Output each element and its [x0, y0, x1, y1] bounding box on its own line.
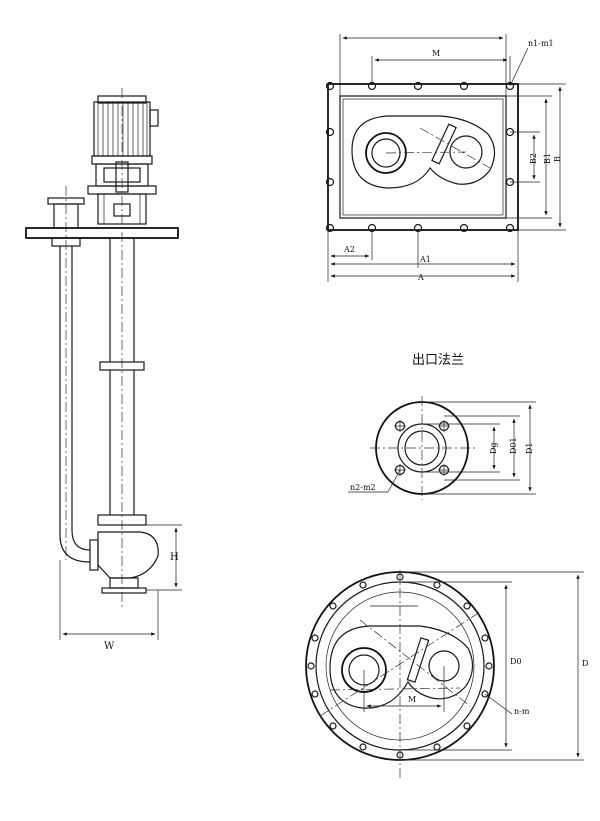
discharge-flange [47, 186, 85, 560]
label-n1-m1: n1-m1 [528, 39, 554, 48]
circular-plan-view: M n-m D0 D [305, 570, 588, 780]
side-elevation-view: H W [25, 88, 182, 652]
label-d1: D1 [525, 442, 534, 454]
label-a: A [417, 273, 424, 282]
label-b1: B1 [543, 153, 552, 164]
rectangular-plan-view: M n1-m1 A2 A1 A B2 B1 B [325, 34, 566, 282]
label-n2-m2: n2-m2 [350, 483, 376, 492]
dimension-w [59, 560, 159, 640]
label-b: B [553, 156, 562, 162]
column-pipe [99, 238, 145, 515]
label-w: W [104, 641, 115, 652]
outlet-flange-view: Dg D01 D1 n2-m2 [348, 396, 536, 500]
label-a2: A2 [343, 245, 355, 254]
label-h: H [170, 552, 179, 563]
label-a1: A1 [419, 255, 431, 264]
dimension-h [146, 524, 182, 591]
volute-top [351, 115, 496, 189]
label-dg: Dg [489, 442, 498, 454]
label-d0: D0 [510, 657, 522, 666]
mounting-plate [25, 227, 179, 239]
outlet-flange-title: 出口法兰 [412, 353, 464, 368]
label-m-bottom: M [408, 695, 416, 704]
label-d01: D01 [509, 437, 518, 454]
pump-casing [89, 514, 159, 594]
motor [91, 95, 159, 165]
label-d: D [582, 659, 588, 668]
label-n-m: n-m [514, 707, 530, 716]
label-b2: B2 [529, 153, 538, 164]
base-bolt-holes [325, 81, 515, 233]
discharge-pipe [59, 246, 91, 563]
label-m-top: M [432, 49, 440, 58]
